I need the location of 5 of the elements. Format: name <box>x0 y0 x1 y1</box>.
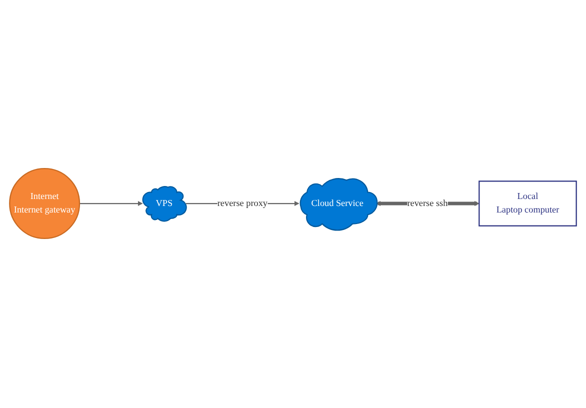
node-box: Local Laptop computer <box>478 181 577 227</box>
node-circle: Internet Internet gateway <box>9 168 80 240</box>
edge-label: reverse ssh <box>407 198 448 209</box>
arrow <box>80 201 143 207</box>
edge-label: reverse proxy <box>217 198 268 209</box>
